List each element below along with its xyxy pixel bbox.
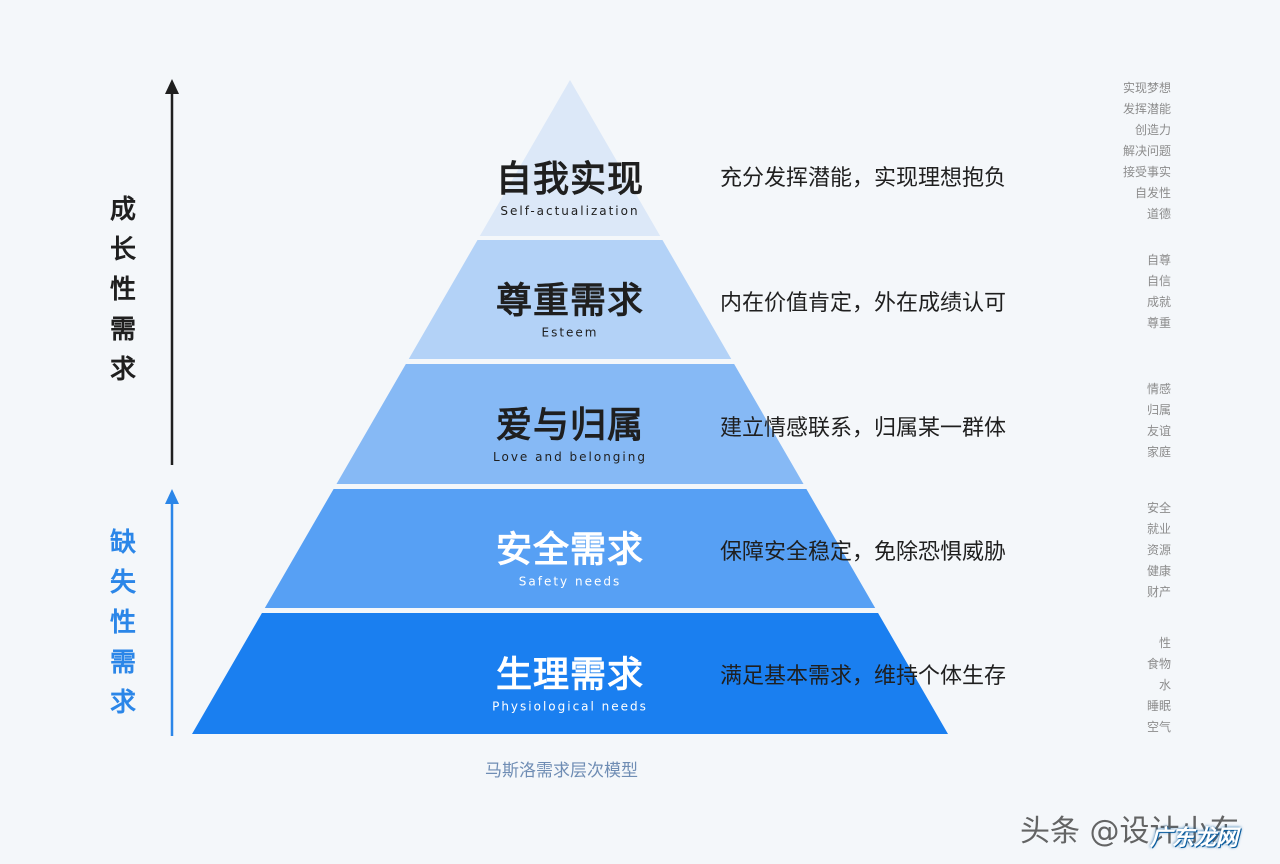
keyword: 道德 [1146, 207, 1171, 221]
tier-title: 生理需求 [496, 655, 644, 696]
tier-english-label: Self-actualization [500, 204, 639, 218]
level-description: 充分发挥潜能，实现理想抱负 [720, 166, 1007, 191]
keyword: 睡眠 [1146, 699, 1171, 713]
keyword: 水 [1158, 678, 1171, 692]
keyword: 自发性 [1134, 186, 1171, 200]
watermark-site-logo: 广东龙网 [1150, 826, 1239, 851]
keyword: 就业 [1146, 522, 1171, 536]
keyword: 情感 [1146, 382, 1171, 396]
level-description: 内在价值肯定，外在成绩认可 [720, 291, 1007, 316]
keyword: 自尊 [1146, 253, 1171, 267]
keyword-list-self-actualization: 实现梦想 发挥潜能 创造力 解决问题 接受事实 自发性 道德 [1123, 78, 1171, 225]
tier-english-label: Esteem [542, 326, 599, 340]
growth-char: 成 [109, 195, 136, 225]
keyword: 创造力 [1134, 123, 1171, 137]
level-description: 满足基本需求，维持个体生存 [720, 664, 1007, 689]
keyword: 性 [1158, 636, 1171, 650]
watermark: 头条 @设计小东 [1020, 814, 1240, 849]
tier-title: 爱与归属 [496, 405, 644, 446]
keyword: 成就 [1146, 295, 1171, 309]
keyword: 友谊 [1146, 424, 1171, 438]
level-description: 保障安全稳定，免除恐惧威胁 [720, 540, 1007, 565]
deficit-char: 失 [109, 568, 136, 598]
keyword-list-safety: 安全 就业 资源 健康 财产 [1147, 498, 1171, 603]
level-description: 建立情感联系，归属某一群体 [720, 416, 1007, 441]
keyword-list-physiological: 性 食物 水 睡眠 空气 [1147, 633, 1171, 738]
keyword: 归属 [1146, 403, 1171, 417]
keyword: 健康 [1146, 564, 1171, 578]
growth-needs-label: 成 长 性 需 求 [108, 190, 138, 390]
growth-char: 长 [109, 235, 136, 265]
keyword: 财产 [1146, 585, 1171, 599]
growth-char: 需 [109, 315, 136, 345]
keyword: 尊重 [1146, 316, 1171, 330]
growth-arrow-head [165, 79, 179, 94]
diagram-caption: 马斯洛需求层次模型 [485, 761, 638, 781]
tier-english-label: Physiological needs [492, 700, 648, 714]
tier-title: 安全需求 [496, 529, 644, 571]
tier-title: 尊重需求 [496, 281, 644, 322]
growth-char: 性 [109, 275, 136, 305]
deficit-needs-label: 缺 失 性 需 求 [108, 523, 138, 723]
deficit-arrow-head [165, 489, 179, 504]
keyword: 实现梦想 [1122, 81, 1171, 95]
keyword: 安全 [1146, 501, 1171, 515]
keyword: 解决问题 [1122, 144, 1171, 158]
deficit-char: 性 [109, 608, 136, 638]
tier-self-actualization [479, 80, 661, 236]
deficit-char: 需 [109, 648, 136, 678]
keyword: 发挥潜能 [1122, 102, 1171, 116]
keyword: 食物 [1146, 657, 1171, 671]
keyword: 自信 [1146, 274, 1171, 288]
keyword: 接受事实 [1122, 165, 1171, 179]
keyword-list-love: 情感 归属 友谊 家庭 [1147, 379, 1171, 463]
tier-english-label: Safety needs [519, 575, 621, 589]
keyword: 家庭 [1146, 445, 1171, 459]
tier-english-label: Love and belonging [493, 450, 647, 464]
keyword: 空气 [1146, 720, 1171, 734]
growth-char: 求 [109, 355, 136, 385]
tier-safety [264, 489, 876, 608]
tier-title: 自我实现 [496, 159, 644, 200]
deficit-char: 求 [109, 688, 136, 718]
tier-physiological [192, 613, 948, 734]
tier-love-and-belonging [336, 364, 804, 484]
keyword: 资源 [1146, 543, 1171, 557]
tier-esteem [408, 240, 732, 359]
deficit-char: 缺 [109, 528, 136, 558]
keyword-list-esteem: 自尊 自信 成就 尊重 [1147, 250, 1171, 334]
